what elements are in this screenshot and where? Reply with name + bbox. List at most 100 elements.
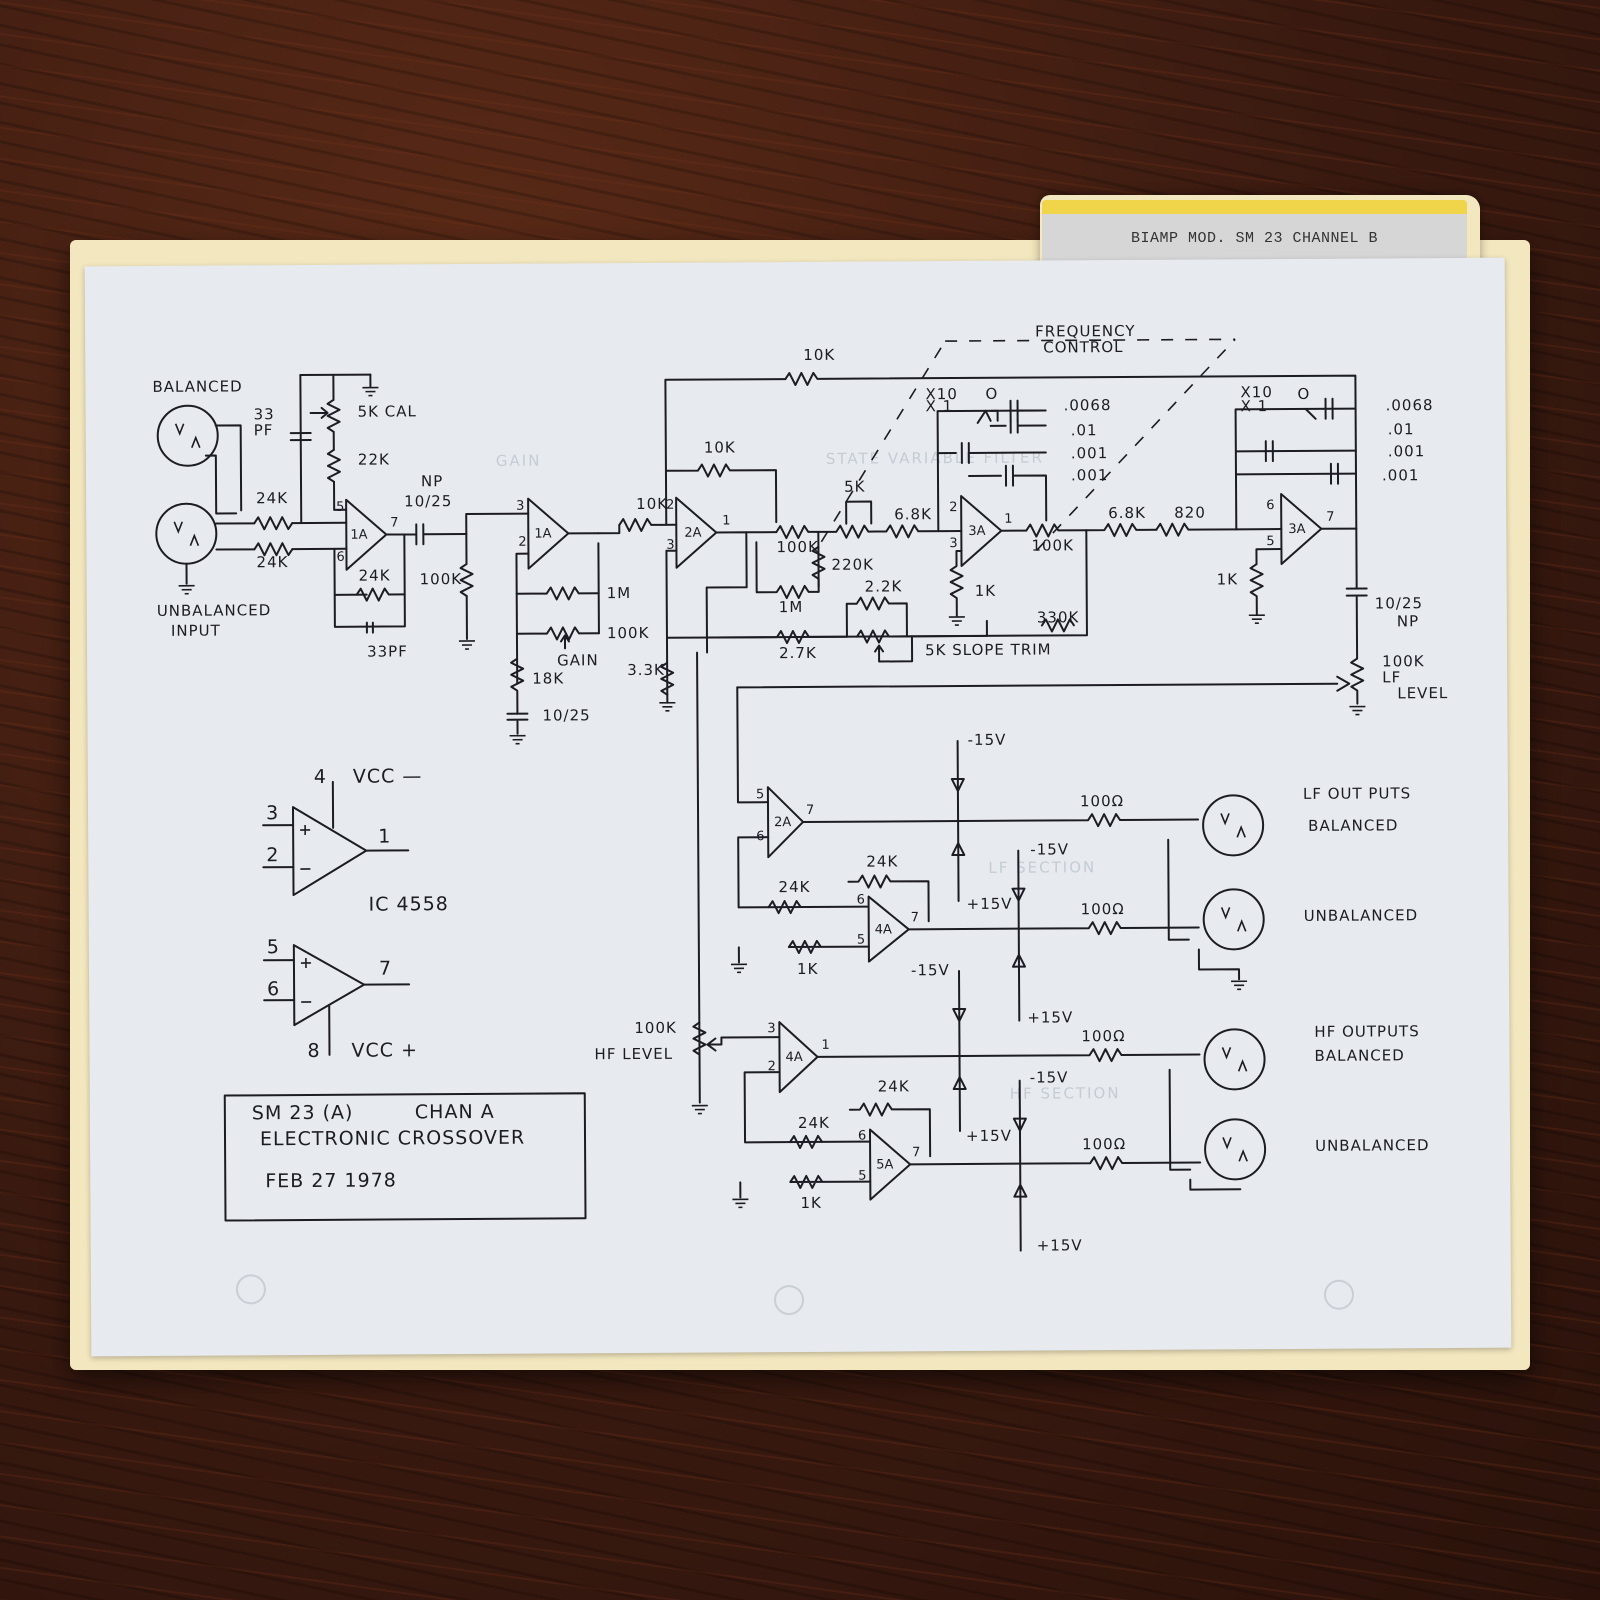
c33pf-top-label: 33 — [254, 405, 275, 423]
opamp-3a-output-label: 3A — [1288, 522, 1305, 537]
svg-text:7: 7 — [912, 1145, 920, 1160]
hf-unbalanced-jack — [1203, 1118, 1267, 1181]
pin8-label: 8 — [307, 1040, 320, 1062]
opamp-3a-filter — [960, 494, 1003, 567]
v-m15-4-label: -15V — [1030, 1068, 1069, 1086]
svg-text:1: 1 — [821, 1038, 829, 1053]
r100-lf2-label: 100Ω — [1081, 900, 1125, 918]
hf-level-label: HF LEVEL — [594, 1045, 673, 1063]
hf-unbalanced-label: UNBALANCED — [1315, 1136, 1430, 1155]
v-m15-3-label: -15V — [911, 961, 950, 979]
r330k-label: 330K — [1037, 608, 1080, 626]
lf-level-value-label: 100K — [1382, 652, 1425, 670]
r24k-lf-in-label: 24K — [778, 878, 810, 896]
opamp-1a-input — [345, 498, 388, 571]
svg-text:2: 2 — [949, 500, 957, 515]
opamp-2a-filter — [675, 496, 718, 569]
svg-text:HF SECTION: HF SECTION — [1010, 1084, 1121, 1103]
balanced-input-jack — [156, 404, 219, 467]
pin6-label: 6 — [267, 978, 280, 1000]
svg-text:5: 5 — [857, 933, 865, 948]
cap-a3-label: .001 — [1071, 444, 1109, 462]
o-b-label: O — [1297, 385, 1310, 403]
frequency-label: FREQUENCY — [1035, 322, 1135, 341]
lf-balanced-jack — [1201, 794, 1265, 857]
v-p15-3-label: +15V — [966, 1127, 1012, 1145]
r100k-pot-label: 100K — [776, 538, 819, 556]
np-value-label: 10/25 — [404, 492, 452, 510]
svg-text:GAIN: GAIN — [496, 452, 542, 470]
unbalanced-input-jack — [155, 502, 218, 565]
v-m15-2-label: -15V — [1030, 840, 1069, 858]
r10k-a-label: 10K — [636, 495, 668, 513]
punch-hole — [774, 1285, 805, 1316]
r100k-in-label: 100K — [420, 570, 463, 588]
r100-hf2-label: 100Ω — [1082, 1135, 1126, 1153]
svg-text:7: 7 — [390, 515, 398, 530]
opamp-5a — [868, 1128, 912, 1201]
r100-hf1-label: 100Ω — [1081, 1027, 1125, 1045]
r1k-hf-label: 1K — [800, 1194, 822, 1212]
title-line1a: SM 23 (A) — [252, 1102, 354, 1125]
r1k-b-label: 1K — [1217, 570, 1239, 588]
lf-level-level-label: LEVEL — [1397, 684, 1448, 702]
input-label: INPUT — [171, 622, 221, 640]
svg-text:5: 5 — [1266, 534, 1274, 549]
svg-text:6: 6 — [858, 1129, 866, 1144]
np2-value-label: 10/25 — [1375, 594, 1423, 612]
hf-level-value-label: 100K — [634, 1019, 677, 1037]
hf-balanced-label: BALANCED — [1314, 1046, 1404, 1065]
r820-label: 820 — [1174, 504, 1206, 522]
svg-text:2: 2 — [768, 1059, 776, 1074]
ic-pinout-diagram — [262, 780, 411, 1056]
svg-text:7: 7 — [911, 910, 919, 925]
svg-text:2: 2 — [666, 498, 674, 513]
r10k-top-label: 10K — [803, 346, 835, 364]
opamp-2a-lf — [766, 786, 805, 859]
v-m15-1-label: -15V — [968, 731, 1007, 749]
r10k-fb-label: 10K — [704, 438, 736, 456]
lf-unbalanced-label: UNBALANCED — [1304, 906, 1419, 925]
opamp-2a-lf-label: 2A — [774, 815, 791, 830]
r2-7k-label: 2.7K — [779, 644, 817, 662]
control-label: CONTROL — [1043, 338, 1123, 356]
vcc-minus-label: VCC — — [353, 765, 423, 787]
r2-2k-label: 2.2K — [865, 577, 903, 595]
v-p15-4-label: +15V — [1037, 1236, 1083, 1254]
o-a-label: O — [985, 385, 998, 403]
c33pf-bot-label: 33PF — [367, 642, 408, 660]
v-p15-1-label: +15V — [967, 895, 1013, 913]
folder-tab-text: BIAMP MOD. SM 23 CHANNEL B — [1130, 230, 1379, 247]
x1-b-label: X 1 — [1241, 397, 1269, 415]
svg-text:3: 3 — [666, 538, 674, 553]
svg-text:1: 1 — [1004, 512, 1012, 527]
opamp-4a-lf — [867, 895, 910, 963]
pin4-label: 4 — [314, 766, 327, 788]
r24k-lf-fb-label: 24K — [866, 852, 898, 870]
svg-text:3: 3 — [949, 536, 957, 551]
svg-text:3: 3 — [767, 1021, 775, 1036]
opamp-1a-gain-label: 1A — [534, 527, 551, 542]
cap-b2-label: .01 — [1388, 420, 1415, 438]
r24k-hf-in-label: 24K — [798, 1114, 830, 1132]
svg-text:7: 7 — [1326, 510, 1334, 525]
svg-text:6: 6 — [1266, 498, 1274, 513]
punch-hole — [235, 1274, 266, 1305]
r5k-label: 5K — [844, 478, 866, 496]
crossover-schematic: GAIN STATE VARIABLE FILTER LF SECTION HF… — [152, 322, 1448, 1316]
cap-b1-label: .0068 — [1386, 396, 1434, 414]
r100k-gain-label: 100K — [607, 624, 650, 642]
r220k-label: 220K — [831, 556, 874, 574]
opamp-1a-label: 1A — [350, 528, 367, 543]
opamp-1a-gain — [527, 497, 570, 570]
pin5-label: 5 — [267, 936, 280, 958]
r100-lf1-label: 100Ω — [1080, 792, 1124, 810]
np-label: NP — [421, 472, 443, 490]
pin7-label: 7 — [379, 957, 392, 979]
title-line2: ELECTRONIC CROSSOVER — [260, 1127, 525, 1151]
svg-text:5: 5 — [858, 1169, 866, 1184]
svg-text:3: 3 — [516, 499, 524, 514]
svg-text:6: 6 — [857, 893, 865, 908]
punch-hole — [1323, 1279, 1354, 1310]
c33pf-top-unit: PF — [254, 421, 274, 439]
